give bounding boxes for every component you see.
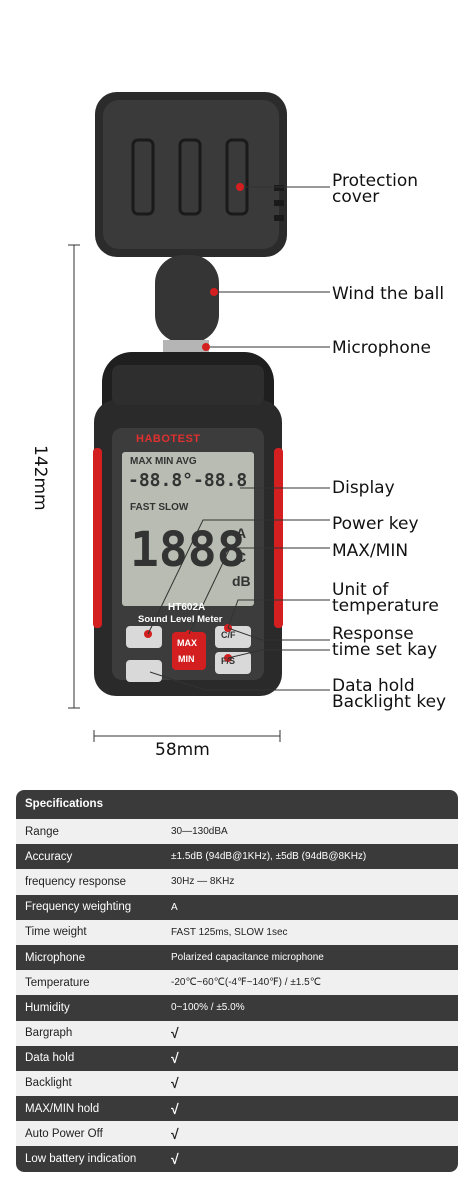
spec-row: Data hold √: [16, 1045, 458, 1071]
callout-unit-temperature: Unit of temperature: [332, 580, 439, 616]
spec-value: √: [171, 1125, 179, 1142]
min-key-label[interactable]: MIN: [178, 654, 195, 664]
spec-row: Range 30—130dBA: [16, 819, 458, 845]
max-key-label[interactable]: MAX: [177, 638, 197, 648]
spec-value: Polarized capacitance microphone: [171, 952, 324, 964]
lcd-db-unit: dB: [232, 573, 251, 589]
product-diagram: HABOTEST MAX MIN AVG -88.8°-88.8 FAST SL…: [30, 92, 447, 760]
spec-row: Time weight FAST 125ms, SLOW 1sec: [16, 919, 458, 945]
protection-cover-shape: [95, 92, 287, 257]
specifications-table: Specifications Range 30—130dBA Accuracy ±1.…: [16, 790, 458, 1172]
lcd-weighting-c: C: [236, 549, 247, 565]
lcd-weighting-a: A: [236, 525, 247, 541]
spec-label: frequency response: [25, 875, 127, 888]
cf-key-label[interactable]: C/F: [221, 630, 236, 640]
spec-label: Time weight: [25, 926, 87, 939]
callout-response-time: Response time set kay: [332, 624, 438, 660]
spec-label: Accuracy: [25, 850, 73, 863]
callout-power-key: Power key: [332, 514, 419, 534]
spec-value: ±1.5dB (94dB@1KHz), ±5dB (94dB@8KHz): [171, 851, 367, 863]
model-label: HT602A: [168, 602, 206, 613]
callout-protection-cover: Protection cover: [332, 171, 419, 207]
lcd-top-row: MAX MIN AVG: [130, 456, 197, 467]
lcd-temp-readout: -88.8°-88.8: [128, 470, 248, 491]
spec-label: MAX/MIN hold: [25, 1102, 100, 1115]
spec-row: Backlight √: [16, 1070, 458, 1097]
callout-data-hold: Data hold Backlight key: [332, 676, 447, 712]
spec-row: Frequency weighting A: [16, 894, 458, 920]
spec-row: Humidity 0~100% / ±5.0%: [16, 995, 458, 1021]
spec-value: A: [171, 901, 178, 913]
spec-label: Range: [25, 825, 59, 838]
brand-logo: HABOTEST: [136, 433, 201, 445]
subtitle-label: Sound Level Meter: [138, 614, 223, 625]
spec-label: Bargraph: [25, 1027, 73, 1040]
spec-row: Low battery indication √: [16, 1146, 458, 1172]
spec-row: Temperature -20℃~60℃(-4℉~140℉) / ±1.5℃: [16, 970, 458, 996]
spec-label: Frequency weighting: [25, 901, 132, 914]
leader-lines: [68, 186, 330, 742]
spec-value: 30Hz — 8KHz: [171, 876, 235, 888]
wind-ball-shape: [155, 255, 219, 354]
spec-label: Temperature: [25, 976, 90, 989]
spec-value: √: [171, 1100, 179, 1117]
spec-label: Microphone: [25, 951, 86, 964]
callout-max-min: MAX/MIN: [332, 541, 409, 561]
specs-title: Specifications: [16, 790, 458, 819]
spec-label: Backlight: [25, 1077, 72, 1090]
spec-row: Microphone Polarized capacitance micropho…: [16, 944, 458, 971]
spec-row: Auto Power Off √: [16, 1121, 458, 1147]
spec-label: Data hold: [25, 1052, 75, 1065]
height-dimension: 142mm: [30, 445, 50, 511]
spec-value: √: [171, 1050, 179, 1067]
callout-wind-ball: Wind the ball: [332, 284, 445, 304]
fs-key-label[interactable]: F/S: [221, 656, 236, 666]
callout-microphone: Microphone: [332, 338, 431, 358]
device-illustration: [68, 92, 330, 742]
spec-value: √: [171, 1151, 179, 1168]
spec-value: -20℃~60℃(-4℉~140℉) / ±1.5℃: [171, 977, 321, 989]
spec-row: MAX/MIN hold √: [16, 1096, 458, 1122]
callout-display: Display: [332, 478, 395, 498]
spec-value: 30—130dBA: [171, 826, 228, 838]
spec-label: Auto Power Off: [25, 1127, 103, 1140]
lcd-main-readout: 1888: [130, 522, 246, 578]
width-dimension: 58mm: [155, 740, 210, 760]
spec-row: frequency response 30Hz — 8KHz: [16, 869, 458, 895]
lcd-mode: FAST SLOW: [130, 502, 189, 513]
spec-row: Accuracy ±1.5dB (94dB@1KHz), ±5dB (94dB@8…: [16, 844, 458, 870]
spec-value: √: [171, 1075, 179, 1092]
spec-label: Low battery indication: [25, 1153, 137, 1166]
spec-row: Bargraph √: [16, 1020, 458, 1046]
spec-label: Humidity: [25, 1001, 70, 1014]
spec-value: √: [171, 1025, 179, 1042]
spec-value: 0~100% / ±5.0%: [171, 1002, 245, 1014]
meter-body-shape: [93, 352, 283, 696]
spec-value: FAST 125ms, SLOW 1sec: [171, 926, 288, 938]
